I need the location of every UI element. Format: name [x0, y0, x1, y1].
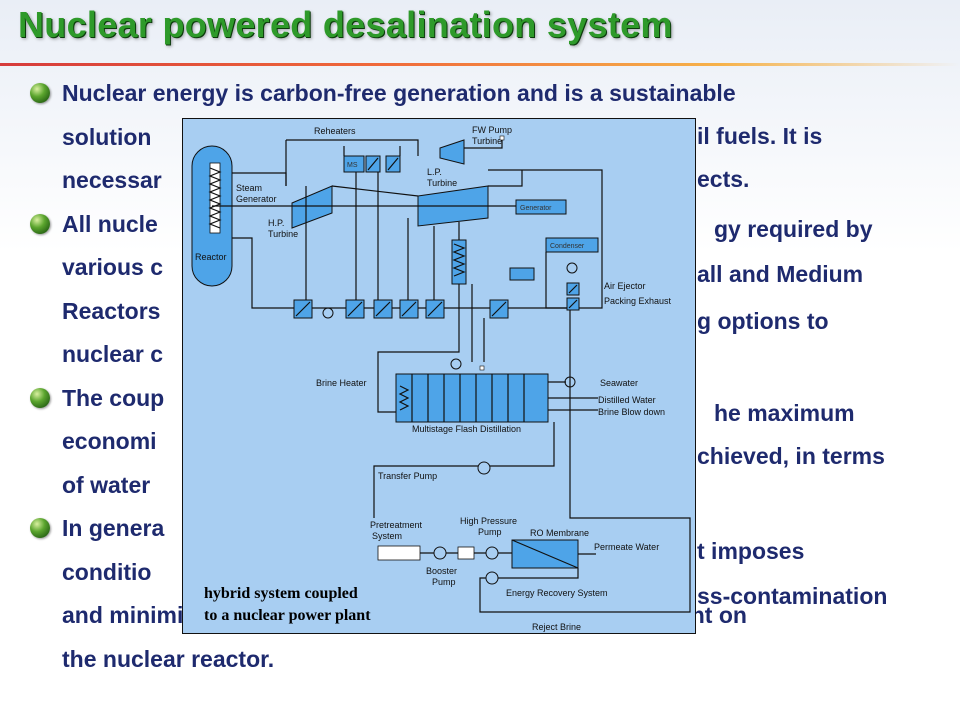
bullet-line: conditio: [62, 558, 152, 585]
slide-title: Nuclear powered desalination system: [18, 4, 673, 45]
bullet-icon: [30, 83, 50, 103]
reject-brine-label: Reject Brine: [532, 622, 581, 632]
bullet-icon: [30, 518, 50, 538]
bullet-fragment: il fuels. It is: [697, 123, 823, 149]
bullet-fragment: ss-contamination: [697, 583, 888, 609]
reactor: [191, 145, 233, 287]
condenser-label: Condenser: [550, 243, 585, 250]
transfer-pump-label: Transfer Pump: [378, 471, 437, 481]
permeate-water-label: Permeate Water: [594, 542, 659, 552]
diagram-caption-line2: to a nuclear power plant: [204, 607, 371, 624]
bullet-line: economi: [62, 428, 157, 454]
bullet-fragment: gy required by: [714, 216, 873, 242]
bullet-fragment: t imposes: [697, 538, 805, 564]
bullet-fragment: ects.: [697, 166, 750, 192]
air-ejector-label: Air Ejector: [604, 281, 646, 291]
title-underline: [0, 63, 960, 66]
bullet-line: of water: [62, 471, 151, 498]
multistage-flash-distillation: [395, 373, 549, 423]
reheaters-label: Reheaters: [314, 126, 356, 136]
bullet-line: In genera: [62, 515, 165, 541]
lp-turbine-label: L.P.Turbine: [427, 167, 457, 188]
bullet-item: All nucle various c Reactors nuclear c: [30, 203, 950, 377]
generator-label: Generator: [520, 205, 552, 212]
bullet-line: necessar: [62, 167, 162, 193]
fw-pump-turbine: [439, 139, 465, 165]
msf-label: Multistage Flash Distillation: [412, 424, 521, 434]
bullet-line: the nuclear reactor.: [62, 645, 275, 672]
bullet-line: All nucle: [62, 210, 158, 237]
bullet-item: The coup economi of water: [30, 377, 950, 508]
ms-label: MS: [347, 162, 358, 169]
bullet-item: Nuclear energy is carbon-free generation…: [30, 72, 950, 203]
bullet-icon: [30, 387, 50, 408]
hp-turbine: [291, 185, 333, 229]
bullet-fragment: all and Medium: [697, 261, 864, 287]
bullet-line: The coup: [62, 384, 165, 411]
bullet-line: solution: [62, 123, 152, 150]
bullet-line: Reactors: [62, 297, 161, 324]
bullet-fragment: g options to: [697, 308, 829, 334]
brine-blow-down-label: Brine Blow down: [598, 407, 665, 417]
ro-membrane-label: RO Membrane: [530, 528, 589, 538]
bullet-line: Nuclear energy is carbon-free generation…: [62, 80, 736, 106]
packing-exhaust-label: Packing Exhaust: [604, 296, 672, 306]
diagram-caption-line1: hybrid system coupled: [204, 585, 358, 602]
brine-heater-label: Brine Heater: [316, 378, 367, 388]
condenser: [545, 237, 599, 253]
bullet-fragment: chieved, in terms: [697, 443, 885, 469]
energy-recovery-system-label: Energy Recovery System: [506, 588, 608, 598]
distilled-water-label: Distilled Water: [598, 395, 656, 405]
pretreatment-system: [377, 545, 421, 561]
bullet-icon: [30, 213, 50, 234]
bullet-line: nuclear c: [62, 341, 163, 367]
bullet-fragment: he maximum: [714, 400, 855, 426]
bullet-line: various c: [62, 254, 163, 280]
generator: [515, 199, 567, 215]
hp-turbine-label: H.P.Turbine: [268, 218, 298, 239]
moisture-separator: [343, 155, 365, 173]
feedwater-heaters: [293, 299, 509, 319]
reactor-label: Reactor: [195, 252, 227, 262]
seawater-label: Seawater: [600, 378, 638, 388]
